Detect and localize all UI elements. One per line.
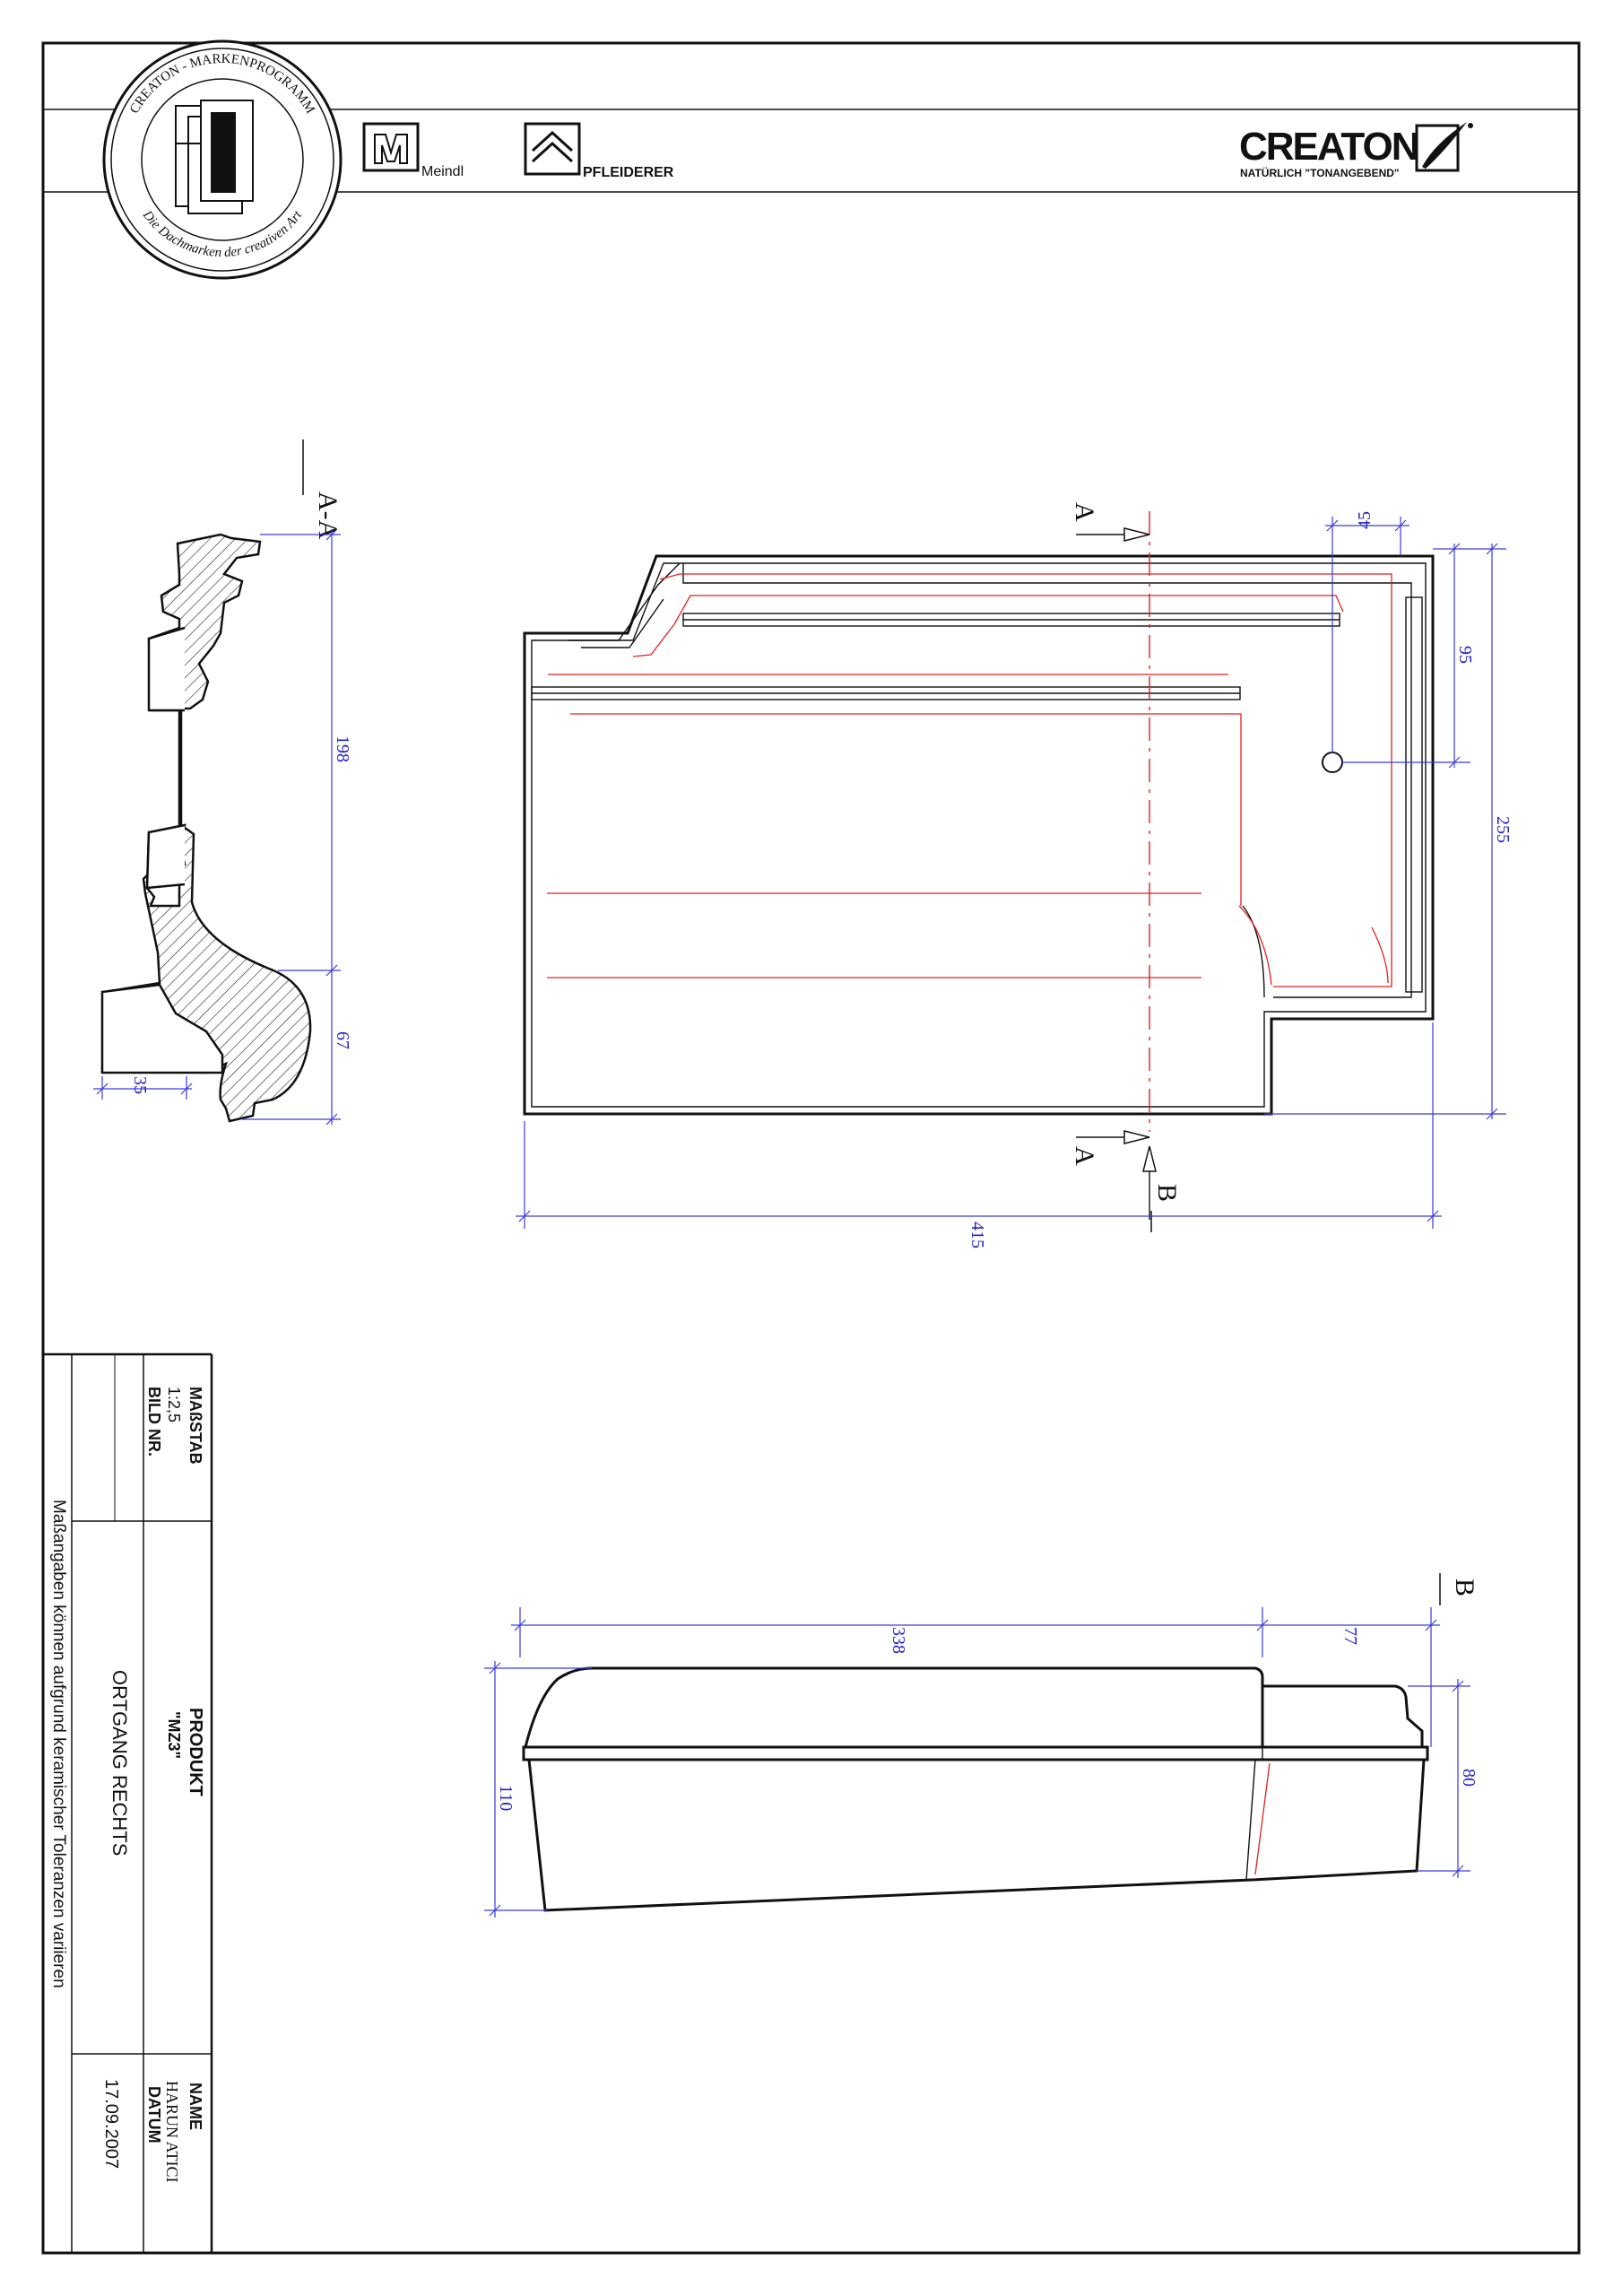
creaton-logo: CREATON NATÜRLICH "TONANGEBEND"	[1239, 122, 1473, 179]
product-label: PRODUKT	[186, 1708, 205, 1796]
description-value: ORTGANG RECHTS	[108, 1670, 131, 1856]
meindl-logo: Meindl	[362, 122, 464, 179]
meindl-label: Meindl	[421, 164, 464, 179]
dim-b-110: 110	[496, 1785, 516, 1811]
dim-top-415: 415	[967, 1222, 987, 1248]
view-b-title: B	[1450, 1578, 1479, 1596]
seal-emblem	[175, 100, 254, 214]
nail-hole-icon	[1322, 752, 1343, 773]
section-aa-bottom-foot	[100, 983, 224, 1074]
dim-aa-35: 35	[130, 1076, 150, 1094]
name-value: HARUN ATICI	[163, 2081, 181, 2183]
view-b-lip	[522, 1745, 1429, 1761]
dim-top-255: 255	[1493, 816, 1513, 843]
top-view-side-slot	[1405, 596, 1423, 993]
dim-b-338: 338	[889, 1627, 908, 1654]
title-block: MAßSTAB 1:2,5 BILD NR. PRODUKT "MZ3" ORT…	[43, 1352, 213, 2253]
name-label: NAME	[186, 2083, 204, 2130]
scale-value: 1:2,5	[165, 1387, 183, 1422]
section-aa-title: A-A	[313, 491, 343, 540]
cut-a-bottom-label: A	[1070, 1146, 1099, 1166]
top-view-outline	[523, 554, 1435, 1116]
dim-top-45: 45	[1355, 511, 1375, 529]
pfleiderer-logo: PFLEIDERER	[524, 122, 674, 180]
top-view-red-lines	[547, 573, 1392, 987]
image-no-label: BILD NR.	[145, 1387, 163, 1457]
creaton-wordmark: CREATON	[1239, 125, 1418, 169]
creaton-program-seal: CREATON - MARKENPROGRAMM Die Dachmarken …	[102, 39, 343, 280]
top-view-inner-outline	[531, 562, 1427, 1108]
dim-aa-198: 198	[333, 735, 352, 762]
section-a-a: A-A 198 67 35	[93, 439, 352, 1126]
tolerance-note: Maßangaben können aufgrund keramischer T…	[49, 1500, 68, 1988]
dim-b-80: 80	[1459, 1769, 1479, 1787]
drawing-frame	[41, 41, 1581, 2255]
cut-b-label: B	[1152, 1184, 1182, 1202]
date-value: 17.09.2007	[101, 2079, 121, 2169]
view-b: B 338 77 110 80	[484, 1573, 1479, 1918]
view-b-lower-body	[527, 1759, 1426, 1912]
dim-top-95: 95	[1455, 646, 1475, 664]
pfleiderer-label: PFLEIDERER	[583, 165, 674, 180]
product-value: "MZ3"	[165, 1711, 183, 1759]
cut-a-top-label: A	[1070, 502, 1099, 522]
date-label: DATUM	[145, 2086, 163, 2144]
scale-label: MAßSTAB	[186, 1387, 204, 1465]
section-aa-left-lugs	[145, 626, 186, 890]
view-b-top-body	[524, 1666, 1264, 1748]
top-view: A A B 45 95 255 415	[516, 502, 1513, 1248]
dim-aa-67: 67	[333, 1031, 352, 1049]
meindl-icon	[362, 122, 420, 172]
creaton-tagline: NATÜRLICH "TONANGEBEND"	[1240, 166, 1400, 179]
dim-b-77: 77	[1340, 1627, 1360, 1645]
